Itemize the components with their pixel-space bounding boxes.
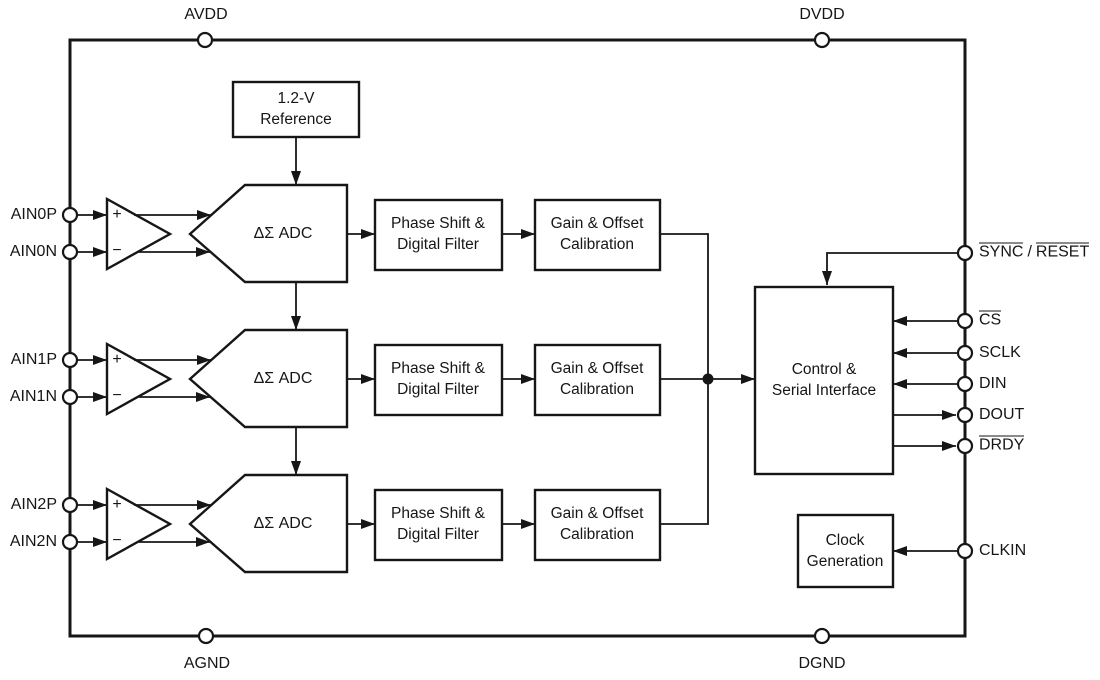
calibration-block-label-2: Gain & Offset Calibration <box>550 505 644 543</box>
adc-label-0: ΔΣ ADC <box>253 225 313 242</box>
pin-label-ain2p: AIN2P <box>10 496 57 513</box>
adc-label-2: ΔΣ ADC <box>253 515 313 532</box>
filter-block-box-1 <box>373 343 504 417</box>
chip-outline <box>68 38 967 638</box>
calibration-block-box-1 <box>533 343 662 417</box>
pin-label-sync-reset: SYNC/RESET <box>979 242 1090 261</box>
pin-label-cs: CS <box>979 310 1002 329</box>
amp-triangle-2 <box>105 486 173 562</box>
filter-block-label-1: Phase Shift & Digital Filter <box>391 360 485 398</box>
filter-block-label-2: Phase Shift & Digital Filter <box>391 505 485 543</box>
wire-sync-reset <box>822 252 958 285</box>
output-bus-linework <box>660 233 755 525</box>
pin-label-dgnd: DGND <box>798 655 846 672</box>
amp-minus-sign-2: − <box>112 532 122 549</box>
pin-label-dvdd: DVDD <box>799 6 845 23</box>
pin-ain0p <box>61 206 79 224</box>
channel-0-linework <box>77 183 662 330</box>
calibration-block-label-0: Gain & Offset Calibration <box>550 215 644 253</box>
pin-sclk <box>956 344 974 362</box>
pin-ain2n <box>61 533 79 551</box>
pin-label-ain0p: AIN0P <box>10 206 57 223</box>
amp-triangle-0 <box>105 196 173 272</box>
pin-ain2p <box>61 496 79 514</box>
pin-ain0n <box>61 243 79 261</box>
amp-plus-sign-0: + <box>112 206 122 223</box>
channel-1-linework <box>77 328 662 475</box>
pin-label-din: DIN <box>979 375 1007 392</box>
control-block-box <box>753 285 895 476</box>
pin-din <box>956 375 974 393</box>
control-block-label: Control & Serial Interface <box>771 361 877 399</box>
pin-ain1n <box>61 388 79 406</box>
amp-plus-sign-2: + <box>112 496 122 513</box>
pin-label-agnd: AGND <box>183 655 231 672</box>
amp-plus-sign-1: + <box>112 351 122 368</box>
calibration-block-label-1: Gain & Offset Calibration <box>550 360 644 398</box>
channel-2-linework <box>77 473 662 574</box>
pin-dgnd <box>813 627 831 645</box>
pin-label-ain0n: AIN0N <box>9 243 57 260</box>
filter-block-box-2 <box>373 488 504 562</box>
amp-minus-sign-0: − <box>112 242 122 259</box>
filter-block-label-0: Phase Shift & Digital Filter <box>391 215 485 253</box>
pin-label-avdd: AVDD <box>184 6 228 23</box>
pin-label-ain1p: AIN1P <box>10 351 57 368</box>
pin-clkin <box>956 542 974 560</box>
pin-cs <box>956 312 974 330</box>
pin-label-clkin: CLKIN <box>979 542 1027 559</box>
amp-minus-sign-1: − <box>112 387 122 404</box>
clock-block-label: Clock Generation <box>806 532 884 570</box>
pin-dout <box>956 406 974 424</box>
pin-label-ain1n: AIN1N <box>9 388 57 405</box>
calibration-block-box-2 <box>533 488 662 562</box>
pin-label-drdy: DRDY <box>979 435 1025 454</box>
pin-label-sclk: SCLK <box>979 344 1021 361</box>
reference-block-label: 1.2-V Reference <box>260 90 332 128</box>
pin-sync-reset <box>956 244 974 262</box>
amp-triangle-1 <box>105 341 173 417</box>
pin-label-dout: DOUT <box>979 406 1025 423</box>
pin-agnd <box>197 627 215 645</box>
pin-drdy <box>956 437 974 455</box>
filter-block-box-0 <box>373 198 504 272</box>
calibration-block-box-0 <box>533 198 662 272</box>
pin-circles <box>61 31 974 645</box>
clock-block-box <box>796 513 895 589</box>
pin-label-ain2n: AIN2N <box>9 533 57 550</box>
adc-pentagon-2 <box>188 473 349 574</box>
adc-label-1: ΔΣ ADC <box>253 370 313 387</box>
pin-avdd <box>196 31 214 49</box>
serial-pin-wires <box>822 252 958 556</box>
pin-dvdd <box>813 31 831 49</box>
pin-ain1p <box>61 351 79 369</box>
